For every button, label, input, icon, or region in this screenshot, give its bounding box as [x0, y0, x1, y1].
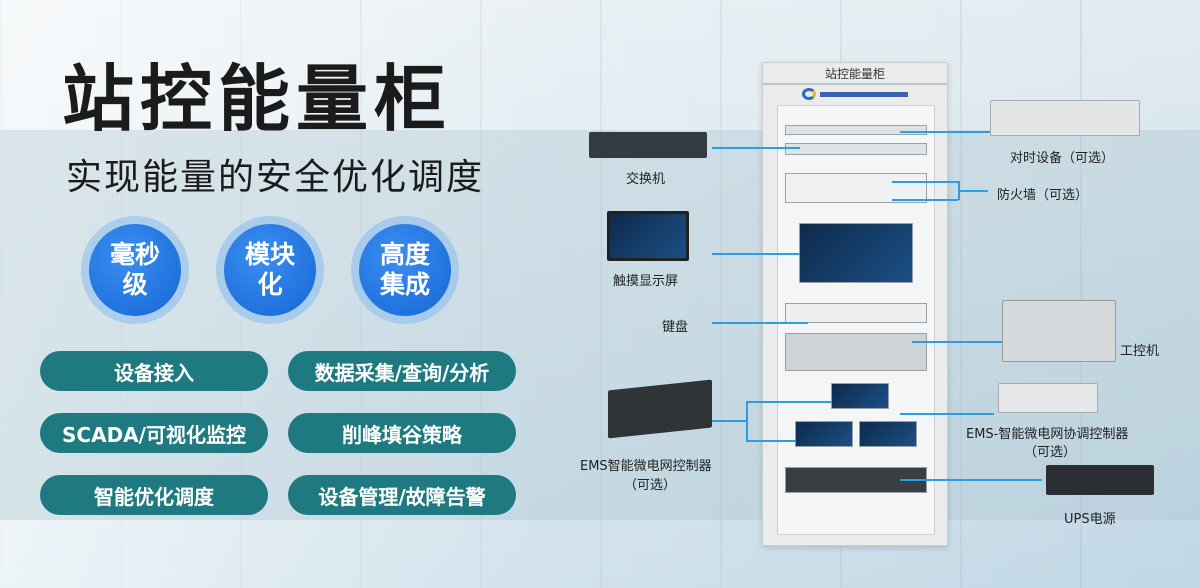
badge-label: 模块化 [224, 224, 316, 316]
connector-line [712, 420, 746, 422]
cabinet: 站控能量柜 [762, 62, 948, 546]
connector-line [712, 253, 800, 255]
keyboard-unit [785, 303, 927, 323]
label-ipc: 工控机 [1120, 344, 1160, 359]
feature-pill: 智能优化调度 [40, 475, 268, 515]
connector-line [958, 190, 988, 192]
timing-device-image [990, 100, 1140, 136]
label-touchscreen: 触摸显示屏 [613, 274, 679, 289]
connector-line [900, 479, 1042, 481]
label-timing: 对时设备（可选） [1010, 151, 1115, 166]
connector-line [746, 401, 748, 441]
badge-label: 高度集成 [359, 224, 451, 316]
ems-unit [831, 383, 889, 409]
connector-line [746, 401, 832, 403]
page-title: 站控能量柜 [62, 57, 453, 141]
badge-integrated: 高度集成 [351, 216, 459, 324]
badge-modular: 模块化 [216, 216, 324, 324]
label-ems-left-optional: （可选） [624, 478, 677, 493]
ipc-image [1002, 300, 1116, 362]
connector-line [912, 341, 1002, 343]
touchscreen-image [607, 211, 689, 261]
feature-pill: 设备管理/故障告警 [288, 475, 516, 515]
connector-line [712, 322, 808, 324]
badge-label: 毫秒级 [89, 224, 181, 316]
connector-line [746, 440, 796, 442]
switch-image [589, 132, 707, 158]
firewall-unit [785, 173, 927, 203]
label-firewall: 防火墙（可选） [997, 188, 1089, 203]
ups-image [1046, 465, 1154, 495]
connector-line [900, 413, 994, 415]
badge-millisecond: 毫秒级 [81, 216, 189, 324]
ems-unit [795, 421, 853, 447]
connector-line [892, 199, 958, 201]
connector-line [900, 131, 990, 133]
ipc-unit [785, 333, 927, 371]
label-ems-left: EMS智能微电网控制器 [580, 459, 712, 474]
label-ems-right-optional: （可选） [1024, 445, 1077, 460]
page-subtitle: 实现能量的安全优化调度 [66, 157, 485, 198]
label-ups: UPS电源 [1064, 512, 1116, 527]
background-building [0, 130, 1200, 520]
touchscreen-unit [799, 223, 913, 283]
feature-pill: 数据采集/查询/分析 [288, 351, 516, 391]
feature-pill: 削峰填谷策略 [288, 413, 516, 453]
ems-coordinator-image [998, 383, 1098, 413]
cabinet-title: 站控能量柜 [763, 63, 947, 85]
label-ems-right: EMS-智能微电网协调控制器 [966, 427, 1129, 442]
feature-pill: 设备接入 [40, 351, 268, 391]
ems-unit [859, 421, 917, 447]
feature-pill: SCADA/可视化监控 [40, 413, 268, 453]
company-logo [763, 85, 947, 103]
label-switch: 交换机 [626, 172, 666, 187]
timing-unit [785, 125, 927, 135]
connector-line [892, 181, 958, 183]
label-keyboard: 键盘 [662, 320, 689, 335]
switch-unit [785, 143, 927, 155]
connector-line [712, 147, 800, 149]
